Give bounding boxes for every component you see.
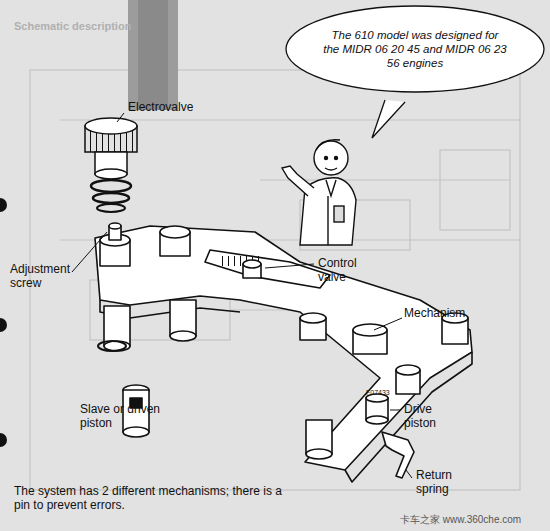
drawing-stroke — [366, 416, 388, 424]
drawing-stroke — [345, 352, 472, 482]
drawing-stroke — [282, 140, 356, 245]
part-label: Slave or driven piston — [80, 402, 190, 430]
drawing-stroke — [95, 169, 127, 179]
drawing-stroke — [327, 196, 328, 245]
drawing-stroke — [97, 204, 125, 212]
drawing-stroke — [243, 260, 261, 268]
part-label: Schematic description — [14, 20, 214, 33]
bubble-ellipse — [286, 6, 544, 92]
drawing-stroke — [100, 226, 468, 459]
drawing-stroke — [300, 313, 326, 323]
drawing-stroke — [95, 223, 472, 482]
drawing-stroke — [109, 223, 121, 229]
part-label: Return spring — [416, 468, 476, 496]
drawing-stroke — [85, 118, 137, 134]
speech-bubble: The 610 model was designed for the MIDR … — [284, 4, 546, 94]
drawing-stroke — [390, 410, 400, 411]
drawing-stroke — [265, 264, 314, 268]
drawing-stroke — [396, 365, 420, 375]
drawing-stroke — [104, 306, 130, 346]
drawing-stroke — [316, 140, 340, 150]
drawing-stroke — [0, 433, 7, 447]
part-label: The system has 2 different mechanisms; t… — [14, 484, 284, 512]
drawing-stroke — [335, 157, 338, 160]
part-label: Adjustment screw — [10, 262, 90, 290]
part-label: Control valve — [318, 256, 378, 284]
drawing-stroke — [306, 449, 332, 459]
drawing-stroke — [353, 324, 387, 336]
drawing-stroke — [325, 168, 337, 170]
drawing-stroke — [170, 331, 196, 341]
drawing-stroke — [85, 118, 137, 212]
part-label: Drive piston — [404, 402, 454, 430]
drawing-stroke — [0, 318, 7, 332]
drawing-stroke — [160, 226, 190, 238]
drawing-stroke — [382, 432, 414, 478]
part-label: Mechanism — [404, 306, 484, 320]
drawing-stroke — [0, 198, 7, 212]
drawing-stroke — [138, 0, 168, 110]
drawing-stroke — [325, 157, 328, 160]
drawing-stroke — [205, 250, 330, 288]
drawing-stroke — [128, 0, 178, 110]
part-label: Electrovalve — [128, 100, 218, 114]
drawing-stroke — [95, 226, 472, 470]
drawing-stroke — [282, 166, 314, 196]
drawing-stroke — [98, 341, 126, 351]
drawing-stroke — [334, 206, 344, 222]
drawing-stroke — [326, 180, 336, 196]
drawing-stroke — [117, 113, 124, 122]
drawing-stroke — [72, 232, 107, 272]
drawing-stroke — [406, 470, 412, 478]
drawing-stroke — [440, 150, 510, 230]
bubble-text: The 610 model was designed for the MIDR … — [322, 28, 508, 70]
watermark: 卡车之家 www.360che.com — [400, 514, 546, 526]
drawing-stroke — [372, 100, 405, 138]
drawing-stroke — [30, 70, 520, 490]
drawing-stroke — [91, 180, 131, 192]
part-number: F07433 — [366, 388, 416, 397]
drawing-stroke — [123, 427, 149, 437]
drawing-stroke — [30, 70, 520, 490]
drawing-stroke — [72, 113, 412, 478]
drawing-stroke — [93, 193, 129, 203]
drawing-stroke — [374, 318, 402, 330]
